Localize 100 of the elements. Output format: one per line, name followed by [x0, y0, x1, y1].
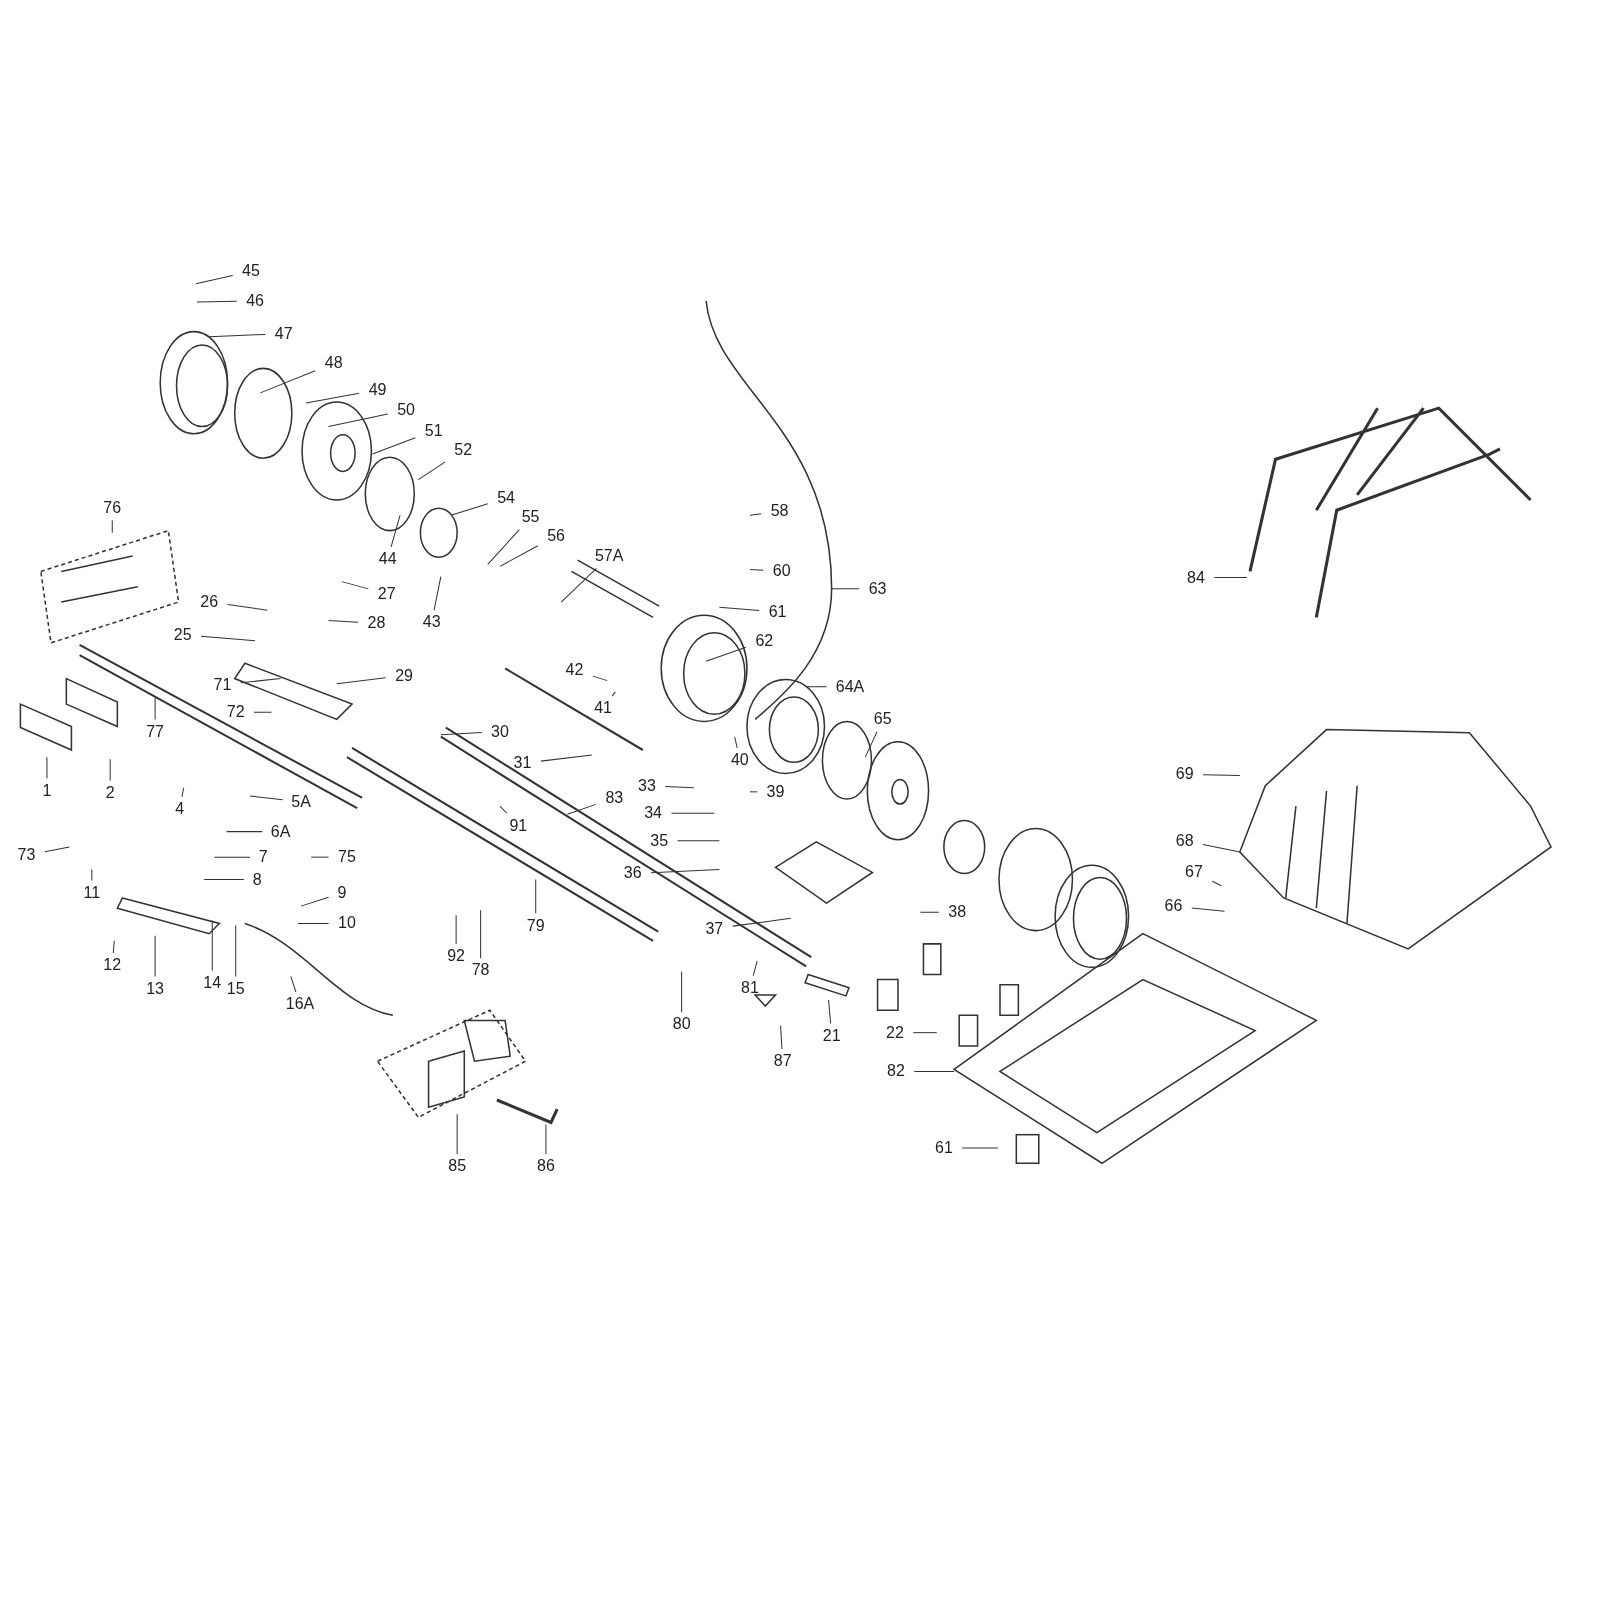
callout-number: 37	[705, 920, 724, 937]
leader-line	[545, 1124, 547, 1155]
callout-number: 82	[887, 1063, 905, 1080]
leader-line	[196, 300, 238, 303]
callout-number: 21	[822, 1027, 841, 1044]
leader-line	[1191, 907, 1225, 912]
leader-line	[1211, 880, 1222, 887]
leader-line	[226, 831, 263, 833]
callout-number: 33	[638, 777, 656, 794]
callout-number: 5A	[291, 794, 311, 811]
leader-line	[328, 619, 359, 623]
leader-line	[566, 803, 597, 815]
callout-number: 50	[397, 402, 415, 419]
leader-line	[235, 925, 237, 978]
callout-number: 64A	[835, 678, 865, 695]
leader-line	[749, 791, 758, 793]
leader-line	[290, 976, 297, 993]
callout-number: 38	[948, 904, 967, 921]
callout-number: 76	[103, 500, 122, 517]
leader-line	[297, 922, 330, 924]
callout-number: 57A	[594, 548, 624, 565]
leader-line	[780, 1025, 783, 1050]
callout-number: 15	[226, 980, 245, 997]
leader-line	[213, 856, 251, 858]
leader-line	[560, 567, 597, 603]
callout-number: 63	[868, 580, 887, 597]
leader-line	[328, 413, 389, 428]
callout-number: 91	[509, 817, 528, 834]
callout-number: 73	[17, 847, 36, 864]
leader-line	[499, 805, 508, 814]
callout-number: 49	[368, 381, 387, 398]
callout-number: 36	[623, 865, 642, 882]
callout-number: 44	[378, 551, 397, 568]
leader-line	[91, 868, 93, 882]
callout-number: 35	[650, 832, 669, 849]
leader-line	[734, 736, 738, 749]
callout-number: 22	[886, 1024, 904, 1041]
callout-number: 26	[200, 594, 219, 611]
leader-line	[831, 588, 860, 590]
leader-line	[112, 940, 115, 954]
leader-line	[592, 675, 608, 682]
leader-line	[828, 999, 832, 1024]
leader-line	[480, 909, 482, 959]
callout-number: 30	[491, 723, 509, 740]
callout-number: 2	[105, 784, 115, 801]
leader-line	[200, 635, 256, 642]
leader-line	[1202, 844, 1241, 853]
leader-line	[912, 1032, 938, 1034]
callout-number: 61	[768, 604, 787, 621]
callout-number: 65	[873, 711, 892, 728]
leader-line	[718, 606, 760, 612]
leader-line	[450, 503, 489, 516]
callout-number: 13	[146, 980, 164, 997]
callout-number: 25	[173, 626, 192, 643]
callout-number: 85	[448, 1158, 467, 1175]
callout-number: 45	[242, 263, 260, 280]
leader-line	[208, 333, 266, 338]
leader-line	[732, 917, 792, 927]
leader-line	[749, 568, 764, 571]
leader-line	[677, 840, 720, 842]
callout-number: 52	[454, 442, 473, 458]
leader-line	[259, 370, 316, 394]
leader-line	[961, 1147, 999, 1149]
callout-number: 56	[547, 527, 565, 544]
callout-number: 47	[274, 325, 293, 342]
callout-number: 72	[226, 704, 245, 721]
callout-number: 41	[594, 700, 612, 717]
callout-number: 9	[337, 884, 347, 901]
leader-line	[499, 545, 539, 567]
callout-number: 40	[730, 752, 749, 769]
callout-number: 14	[203, 974, 222, 991]
leader-line	[864, 731, 878, 758]
callout-number: 61	[935, 1139, 953, 1156]
callout-number: 60	[772, 563, 791, 580]
leader-line	[440, 732, 483, 736]
leader-line	[456, 1113, 458, 1155]
callout-number: 87	[773, 1053, 792, 1070]
leader-line	[805, 686, 828, 688]
callout-number: 31	[513, 755, 532, 772]
leader-line	[535, 879, 537, 914]
callout-number: 42	[565, 662, 584, 679]
callout-number: 6A	[270, 823, 291, 840]
leader-line	[749, 513, 762, 516]
callout-number: 92	[447, 948, 465, 965]
leader-line	[154, 695, 156, 720]
leader-line	[227, 604, 268, 611]
callout-number: 69	[1175, 766, 1194, 783]
leader-line	[240, 678, 282, 684]
leader-line	[1202, 774, 1241, 776]
leader-line	[341, 581, 369, 590]
callout-number: 80	[672, 1016, 691, 1033]
leader-line	[540, 754, 593, 762]
callout-number: 62	[755, 632, 774, 649]
leader-line	[455, 914, 457, 945]
leader-line	[310, 856, 330, 858]
callout-number: 34	[644, 805, 662, 822]
callout-number: 75	[338, 849, 356, 866]
callout-number: 84	[1187, 569, 1205, 586]
leader-line	[181, 787, 185, 798]
callout-number: 67	[1185, 864, 1203, 881]
